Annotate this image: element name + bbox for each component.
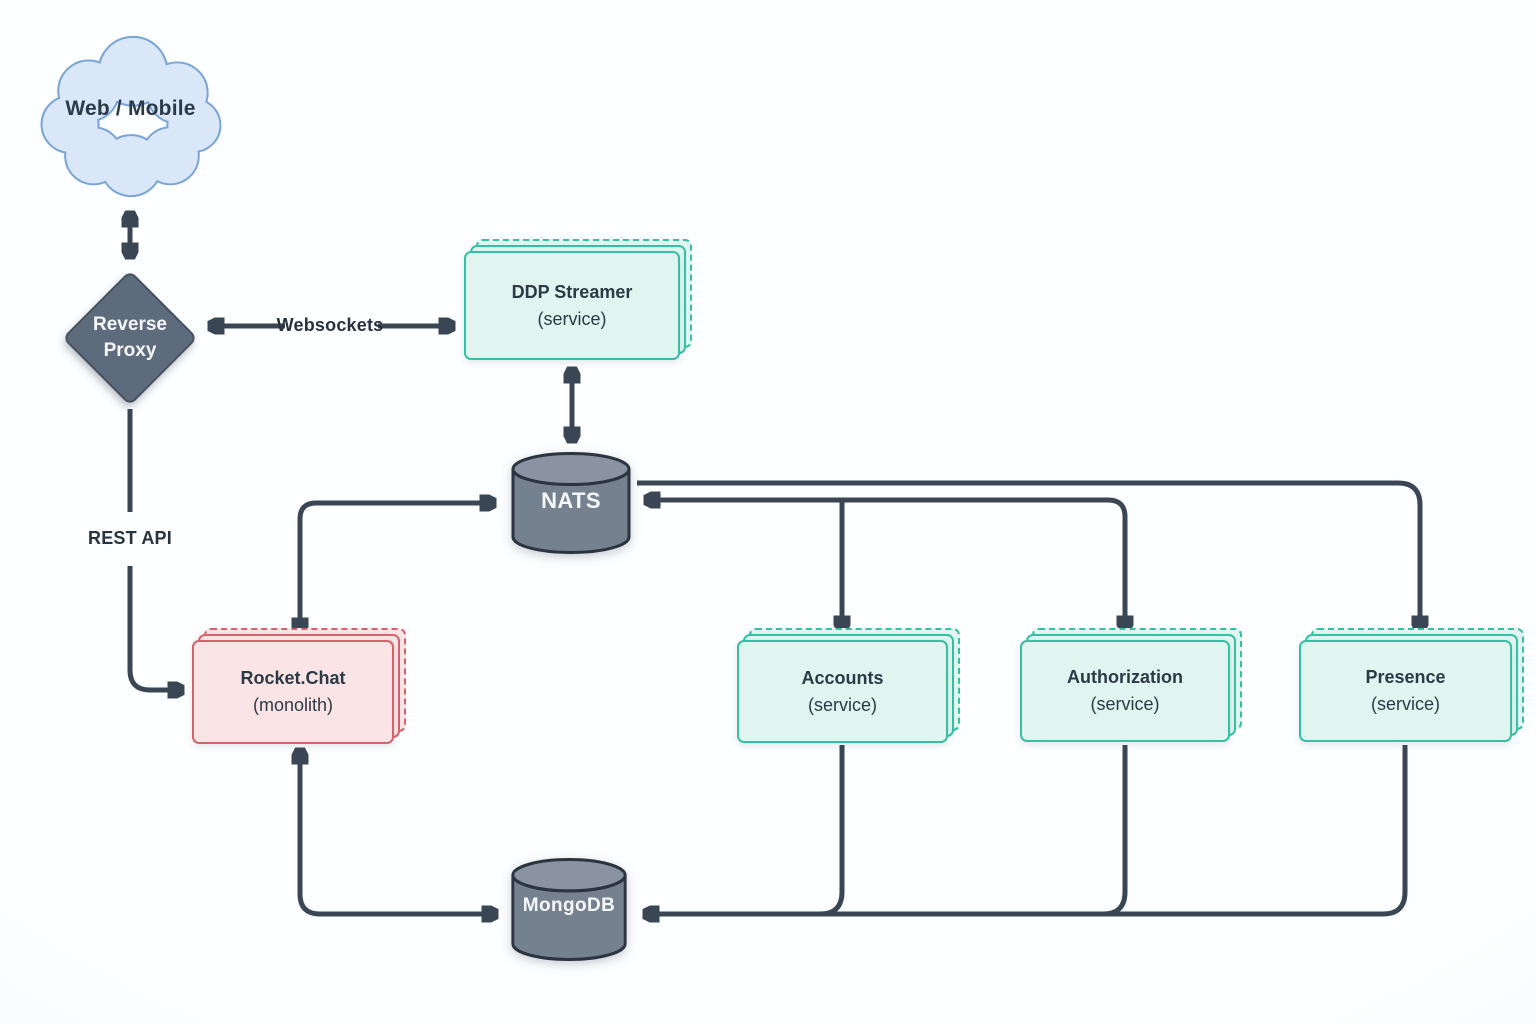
connector-accounts-mongodb <box>819 745 845 917</box>
authorization-subtitle: (service) <box>1090 694 1160 714</box>
connector-nats-presence <box>637 480 1420 631</box>
node-nats: NATS <box>508 450 634 556</box>
ddp-streamer-title: DDP Streamer <box>511 281 633 302</box>
nats-label: NATS <box>541 488 601 514</box>
web-mobile-label: Web / Mobile <box>65 97 196 120</box>
rocket-chat-title: Rocket.Chat <box>240 668 346 688</box>
node-mongodb: MongoDB <box>508 856 630 963</box>
cylinder-icon <box>511 858 627 961</box>
connector-presence-mongodb <box>644 745 1408 914</box>
ddp-streamer-subtitle: (service) <box>537 308 607 329</box>
rocket-chat-subtitle: (monolith) <box>252 695 334 715</box>
authorization-title: Authorization <box>1067 667 1183 687</box>
node-authorization: Authorization (service) <box>1020 628 1242 742</box>
reverse-proxy-label: Reverse Proxy <box>93 314 167 361</box>
accounts-title: Accounts <box>801 667 884 688</box>
node-ddp-streamer: DDP Streamer (service) <box>464 239 692 360</box>
node-reverse-proxy: Reverse Proxy <box>59 267 201 409</box>
edge-label-rest-api: REST API <box>88 528 172 548</box>
presence-title: Presence <box>1365 667 1446 687</box>
node-rocket-chat: Rocket.Chat (monolith) <box>192 628 406 744</box>
cloud-icon <box>40 35 222 198</box>
connector-rocketchat-mongodb <box>300 749 497 914</box>
edge-label-websockets: Websockets <box>276 315 384 335</box>
mongodb-label: MongoDB <box>522 894 616 916</box>
connector-restapi-lower <box>127 566 183 690</box>
connector-authorization-mongodb <box>1102 745 1128 917</box>
cylinder-icon <box>511 452 631 554</box>
accounts-subtitle: (service) <box>807 694 877 715</box>
presence-subtitle: (service) <box>1370 694 1440 714</box>
connector-rocketchat-nats <box>300 503 495 633</box>
node-accounts: Accounts (service) <box>737 628 960 743</box>
node-presence: Presence (service) <box>1299 628 1524 742</box>
node-web-mobile: Web / Mobile <box>38 30 223 202</box>
connector-authorization-nats <box>645 500 1125 631</box>
